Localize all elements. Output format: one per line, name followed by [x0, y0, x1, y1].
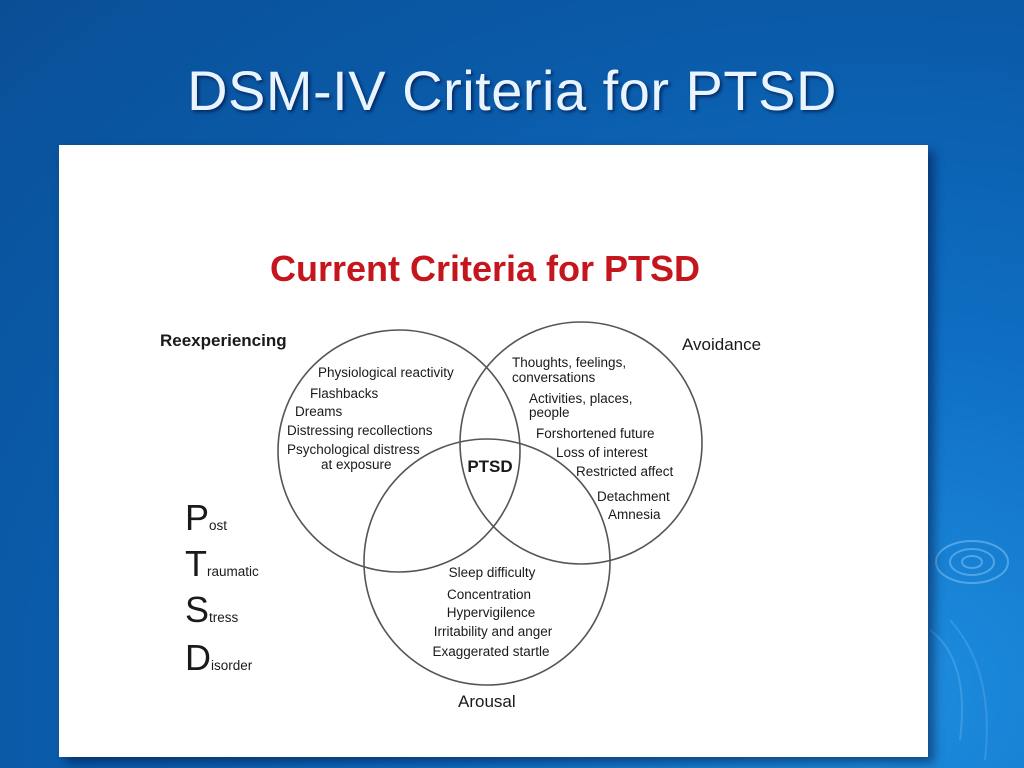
avoidance-item: Detachment [597, 489, 670, 504]
avoidance-item: Loss of interest [556, 445, 648, 460]
acronym-rest: isorder [211, 658, 253, 673]
avoidance-item: conversations [512, 370, 596, 385]
reexperiencing-item: Distressing recollections [287, 423, 433, 438]
center-ptsd-label: PTSD [467, 457, 512, 476]
acronym-rest: ost [209, 518, 227, 533]
water-ripple-decoration [929, 540, 1009, 761]
arousal-circle [363, 438, 611, 686]
acronym-rest: raumatic [207, 564, 259, 579]
avoidance-item: Activities, places, [529, 391, 633, 406]
avoidance-label: Avoidance [682, 335, 761, 354]
acronym-letter: D [185, 637, 211, 678]
reexperiencing-item: Flashbacks [310, 386, 379, 401]
avoidance-item: Amnesia [608, 507, 661, 522]
arousal-label: Arousal [458, 692, 516, 711]
avoidance-item: people [529, 405, 570, 420]
acronym-row: Traumatic [185, 543, 259, 584]
arousal-item: Hypervigilence [447, 605, 536, 620]
arousal-item: Irritability and anger [434, 624, 553, 639]
avoidance-circle [459, 321, 703, 565]
diagram-heading: Current Criteria for PTSD [270, 248, 700, 289]
avoidance-item: Thoughts, feelings, [512, 355, 626, 370]
acronym-row: Disorder [185, 637, 253, 678]
arousal-item: Exaggerated startle [432, 644, 549, 659]
acronym-rest: tress [209, 610, 239, 625]
reexperiencing-item: Psychological distress [287, 442, 420, 457]
acronym-letter: P [185, 497, 209, 538]
venn-diagram: Current Criteria for PTSD Reexperiencing… [160, 248, 761, 711]
acronym-letter: T [185, 543, 207, 584]
avoidance-item: Forshortened future [536, 426, 655, 441]
reexperiencing-circle [277, 329, 521, 573]
avoidance-item: Restricted affect [576, 464, 674, 479]
reexperiencing-label: Reexperiencing [160, 331, 287, 350]
diagram-panel: Current Criteria for PTSD Reexperiencing… [59, 145, 928, 757]
reexperiencing-item: Physiological reactivity [318, 365, 454, 380]
arousal-item: Sleep difficulty [449, 565, 536, 580]
reexperiencing-item: Dreams [295, 404, 343, 419]
arousal-item: Concentration [447, 587, 531, 602]
acronym-row: Post [185, 497, 227, 538]
acronym-row: Stress [185, 589, 239, 630]
acronym-letter: S [185, 589, 209, 630]
ptsd-acronym: Post Traumatic Stress Disorder [185, 497, 259, 678]
reexperiencing-item: at exposure [321, 457, 392, 472]
slide-title: DSM-IV Criteria for PTSD [187, 59, 837, 122]
